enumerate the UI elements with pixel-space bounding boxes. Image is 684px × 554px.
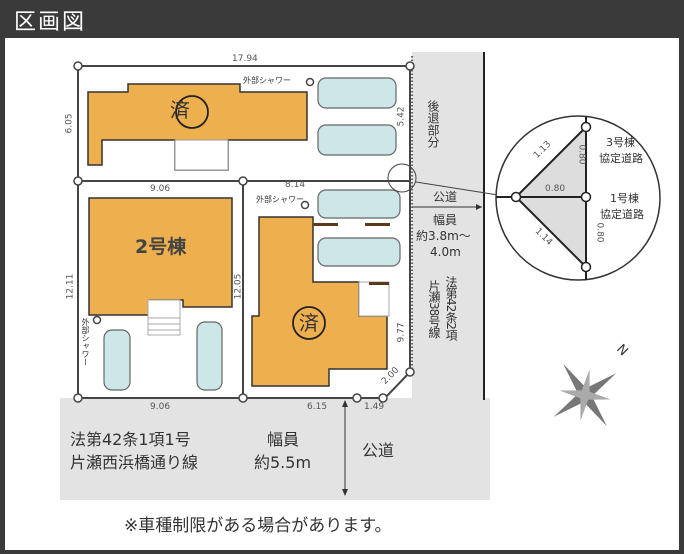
road-width: 約3.8m～ xyxy=(416,229,471,243)
building-label: 2号棟 xyxy=(135,236,187,258)
road-label: 公道 xyxy=(433,190,458,204)
road-route: 片瀬38号線 xyxy=(427,280,441,338)
shower-label: 外部シャワー xyxy=(243,76,291,85)
dim-label: 0.80 xyxy=(576,144,587,165)
dim-label: 12.11 xyxy=(65,273,76,300)
car xyxy=(317,237,401,267)
shower-label: 外部シャワー xyxy=(81,318,90,366)
building-lot2 xyxy=(88,197,233,316)
road-route: 片瀬西浜橋通り線 xyxy=(70,453,199,472)
dim-label: 9.06 xyxy=(150,402,171,412)
right-road xyxy=(412,52,484,400)
dim-label: 0.80 xyxy=(545,184,566,194)
compass-icon xyxy=(553,363,617,427)
corner-detail xyxy=(495,115,661,281)
dim-label: 0.80 xyxy=(594,222,605,243)
detail-label: 協定道路 xyxy=(600,208,644,221)
road-width: 約5.5m xyxy=(254,453,312,472)
road-width-label: 幅員 xyxy=(433,213,458,227)
setback-label: 後退部分 xyxy=(426,100,440,148)
detail-label: 1号棟 xyxy=(610,192,639,205)
dim-label: 9.06 xyxy=(150,184,171,194)
shower-label: 外部シャワー xyxy=(256,195,304,204)
sold-mark: 済 xyxy=(170,98,190,122)
car xyxy=(317,77,397,109)
dim-label: 9.77 xyxy=(396,322,407,343)
road-law: 法第42条2項 xyxy=(444,276,458,340)
footnote: ※車種制限がある場合があります。 xyxy=(124,516,392,536)
building-lot1 xyxy=(251,216,388,387)
dim-label: 6.15 xyxy=(307,402,328,412)
road-label: 公道 xyxy=(362,441,395,460)
dim-label: 17.94 xyxy=(232,54,258,64)
car xyxy=(103,329,131,391)
dim-label: 1.49 xyxy=(364,402,385,412)
dim-label: 8.14 xyxy=(285,180,306,190)
dim-label: 5.42 xyxy=(396,106,407,127)
bottom-road xyxy=(60,398,490,500)
dim-label: 6.05 xyxy=(64,113,75,134)
car xyxy=(317,189,401,219)
car xyxy=(317,124,397,156)
dim-label: 12.05 xyxy=(233,273,244,300)
road-law: 法第42条1項1号 xyxy=(70,430,191,449)
road-width: 4.0m xyxy=(430,245,461,259)
road-width-label: 幅員 xyxy=(267,430,300,449)
detail-label: 協定道路 xyxy=(599,152,643,165)
sold-mark: 済 xyxy=(299,311,319,335)
page-title: 区画図 xyxy=(14,10,87,35)
detail-label: 3号棟 xyxy=(606,136,635,149)
car xyxy=(196,321,223,391)
